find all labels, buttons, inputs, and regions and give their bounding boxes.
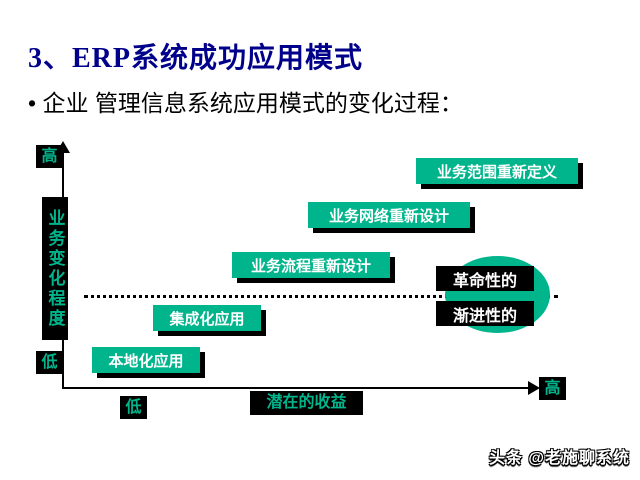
step-box-network-redesign: 业务网络重新设计	[308, 202, 470, 228]
watermark: 头条 @老施聊系统	[488, 450, 630, 467]
step-box-scope-redefinition: 业务范围重新定义	[416, 158, 578, 184]
page-title: 3、ERP系统成功应用模式	[28, 43, 364, 74]
x-axis-high-label: 高	[539, 377, 566, 400]
x-axis-low-label: 低	[120, 396, 147, 419]
x-axis-line	[62, 387, 530, 389]
bullet-line: • 企业 管理信息系统应用模式的变化过程：	[28, 90, 463, 116]
step-box-integrated-application: 集成化应用	[153, 305, 261, 331]
y-axis-high-label: 高	[36, 145, 63, 168]
region-label-revolutionary: 革命性的	[436, 266, 534, 291]
threshold-dotted-line	[84, 295, 558, 298]
step-box-local-application: 本地化应用	[92, 347, 200, 373]
y-axis-title: 业务变化程度	[42, 197, 68, 340]
x-axis-arrow-right-icon	[528, 381, 540, 395]
y-axis-low-label: 低	[36, 351, 63, 374]
x-axis-title: 潜在的收益	[250, 391, 363, 415]
region-label-incremental: 渐进性的	[436, 301, 534, 326]
step-box-process-redesign: 业务流程重新设计	[232, 252, 390, 278]
